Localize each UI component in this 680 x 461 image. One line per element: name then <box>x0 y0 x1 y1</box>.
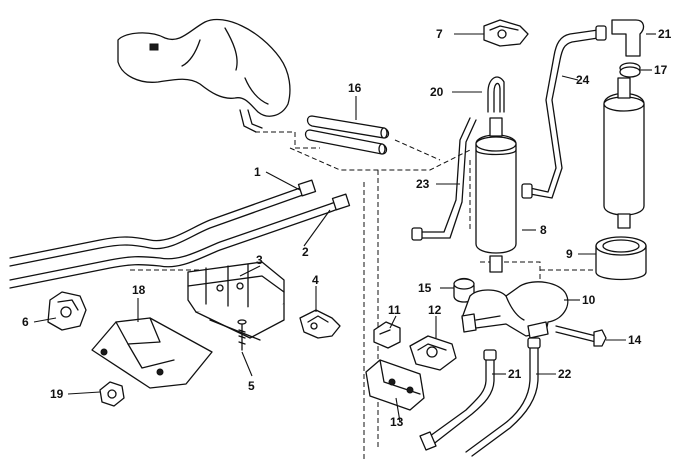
callout-18: 18 <box>132 283 146 297</box>
callout-10: 10 <box>582 293 596 307</box>
callout-8: 8 <box>540 223 547 237</box>
filter-inlet-hoses <box>411 76 505 241</box>
fuel-tank <box>117 18 291 133</box>
fuel-filter <box>475 117 517 273</box>
bracket-plate <box>91 317 213 389</box>
fuel-pump <box>603 77 645 229</box>
callout-5: 5 <box>248 379 255 393</box>
callout-2: 2 <box>302 245 309 259</box>
callout-16: 16 <box>348 81 362 95</box>
line-holder-clip <box>187 261 285 341</box>
hose-pair <box>304 115 390 155</box>
callout-11: 11 <box>388 303 401 317</box>
grommet-clip <box>47 291 87 331</box>
bolt <box>555 325 607 347</box>
callout-7: 7 <box>436 27 443 41</box>
small-clip <box>299 309 341 339</box>
elbow-hose-top <box>611 19 645 57</box>
callout-21-bottom: 21 <box>508 367 522 381</box>
callout-1: 1 <box>254 165 261 179</box>
fuel-lines <box>9 179 351 289</box>
callout-6: 6 <box>22 315 29 329</box>
callout-19: 19 <box>50 387 64 401</box>
callout-17: 17 <box>654 63 668 77</box>
callout-21-top: 21 <box>658 27 672 41</box>
callout-3: 3 <box>256 253 263 267</box>
callout-24: 24 <box>576 73 590 87</box>
callout-13: 13 <box>390 415 404 429</box>
callout-23: 23 <box>416 177 430 191</box>
return-hoses <box>419 337 541 457</box>
assembly-dashed-lines <box>130 131 595 460</box>
bracket-13 <box>365 359 425 411</box>
callout-22: 22 <box>558 367 572 381</box>
nut <box>99 381 125 407</box>
callout-labels: 1 2 3 4 5 6 7 8 9 10 11 12 13 14 15 16 1… <box>22 27 672 429</box>
holder-screw <box>237 319 247 351</box>
callout-14: 14 <box>628 333 642 347</box>
callout-15: 15 <box>418 281 432 295</box>
callout-20: 20 <box>430 85 444 99</box>
callout-12: 12 <box>428 303 442 317</box>
mounting-bracket <box>461 281 569 339</box>
long-hose <box>521 25 607 199</box>
rubber-sleeve <box>595 236 647 281</box>
clamp-ring <box>619 62 641 78</box>
holder-clip-12 <box>409 335 457 371</box>
small-clip-11 <box>373 321 401 349</box>
top-clip <box>483 19 529 47</box>
leader-lines <box>33 33 656 423</box>
callout-9: 9 <box>566 247 573 261</box>
callout-4: 4 <box>312 273 319 287</box>
